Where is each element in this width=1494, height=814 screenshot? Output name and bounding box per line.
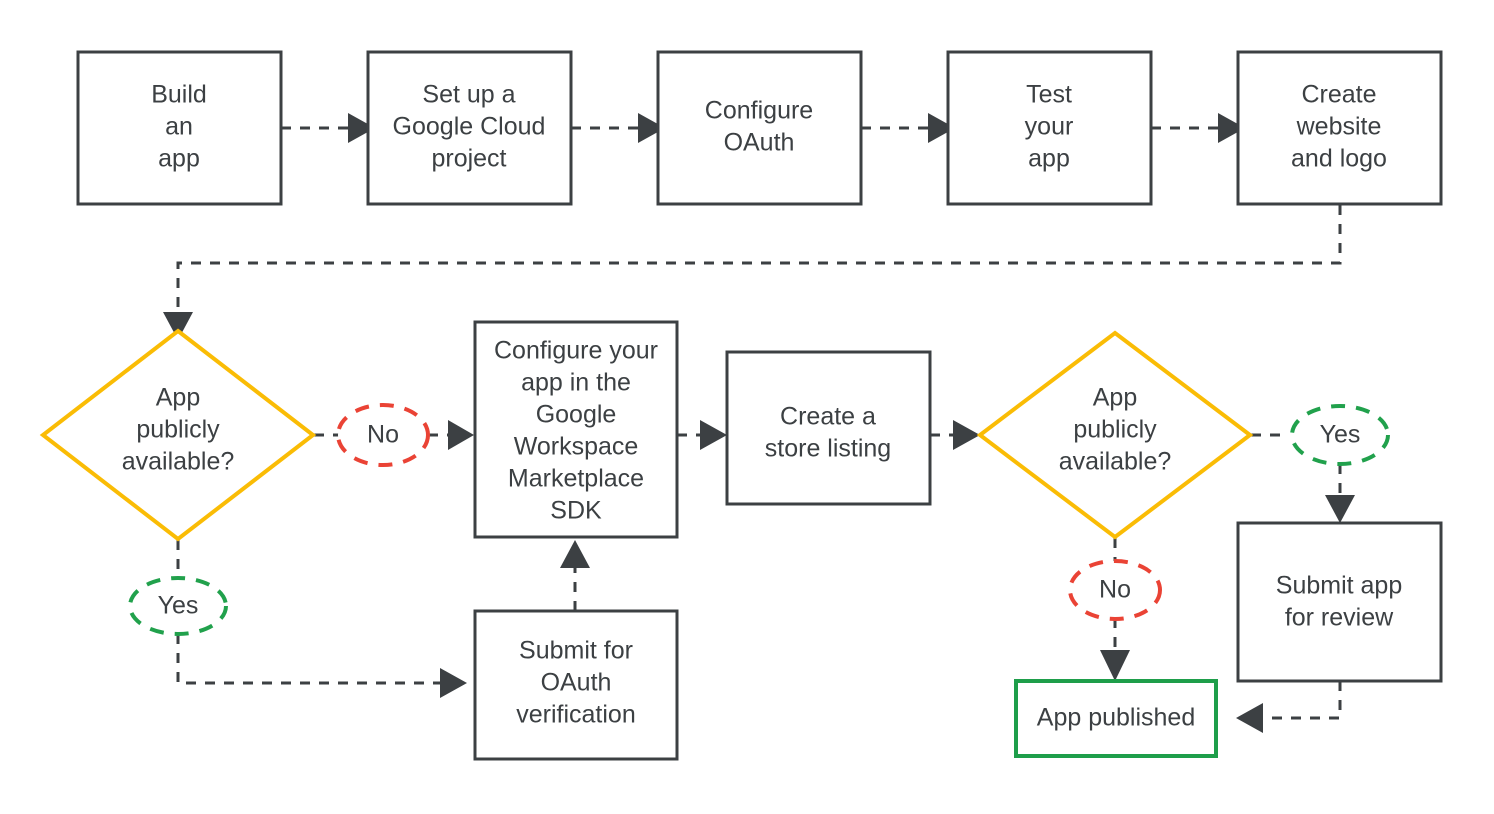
yes-ellipse-left bbox=[128, 576, 228, 636]
node-submit-review-line1: Submit app bbox=[1276, 572, 1402, 600]
arrow-head-into-decision-left bbox=[163, 312, 193, 340]
yes-label-right: Yes bbox=[1320, 421, 1361, 449]
node-store-listing-line1: Create a bbox=[780, 403, 876, 431]
node-website-logo-line2: website bbox=[1296, 113, 1382, 141]
node-build-app-box[interactable] bbox=[76, 50, 283, 206]
node-website-logo-line3: and logo bbox=[1291, 145, 1387, 173]
node-configure-sdk-line1: Configure your bbox=[494, 337, 658, 365]
edge-label-left-no: No bbox=[336, 403, 430, 467]
node-build-app[interactable]: Build an app bbox=[76, 50, 283, 206]
node-test-app-line3: app bbox=[1028, 145, 1070, 173]
node-app-published[interactable]: App published bbox=[1014, 679, 1218, 758]
arrow-head-yes-to-oauth-verification bbox=[440, 668, 467, 698]
node-submit-review[interactable]: Submit app for review bbox=[1236, 521, 1443, 683]
node-configure-oauth-box[interactable] bbox=[656, 50, 863, 206]
node-website-logo-line1: Create bbox=[1301, 81, 1376, 109]
node-gcp-project-line3: project bbox=[431, 145, 506, 173]
node-oauth-verification[interactable]: Submit for OAuth verification bbox=[473, 609, 679, 761]
node-decision-left-diamond[interactable] bbox=[39, 328, 317, 542]
arrow-head-oauth-verification-to-sdk bbox=[560, 540, 590, 568]
arrow-head-gcp-to-oauth bbox=[638, 113, 665, 143]
edge-submit-review-to-app-published bbox=[1263, 681, 1342, 720]
node-decision-left-line3: available? bbox=[122, 448, 235, 476]
node-gcp-project-box[interactable] bbox=[366, 50, 573, 206]
node-decision-right-diamond[interactable] bbox=[976, 330, 1254, 540]
node-test-app-box[interactable] bbox=[946, 50, 1153, 206]
node-decision-right-line3: available? bbox=[1059, 448, 1172, 476]
node-configure-sdk[interactable]: Configure your app in the Google Workspa… bbox=[473, 320, 679, 539]
node-configure-oauth-line1: Configure bbox=[705, 97, 813, 125]
node-submit-review-line2: for review bbox=[1285, 604, 1394, 632]
node-configure-sdk-line2: app in the bbox=[521, 369, 631, 397]
arrow-head-no-to-app-published bbox=[1100, 650, 1130, 681]
arrow-head-submit-review-to-app-published bbox=[1236, 703, 1263, 733]
node-test-app[interactable]: Test your app bbox=[946, 50, 1153, 206]
node-gcp-project-line1: Set up a bbox=[422, 81, 515, 109]
node-decision-left[interactable]: App publicly available? bbox=[39, 328, 317, 542]
node-configure-oauth[interactable]: Configure OAuth bbox=[656, 50, 863, 206]
node-decision-left-line2: publicly bbox=[136, 416, 220, 444]
node-website-logo-box[interactable] bbox=[1236, 50, 1443, 206]
node-oauth-verification-line2: OAuth bbox=[541, 669, 612, 697]
node-test-app-line1: Test bbox=[1026, 81, 1072, 109]
node-store-listing-box[interactable] bbox=[725, 350, 932, 506]
arrow-head-oauth-to-test bbox=[928, 113, 955, 143]
node-configure-sdk-line3: Google bbox=[536, 401, 617, 429]
edge-yes-to-oauth-verification bbox=[176, 634, 440, 685]
node-website-logo[interactable]: Create website and logo bbox=[1236, 50, 1443, 206]
edge-website-to-decision-left bbox=[176, 205, 1342, 312]
node-decision-right-line1: App bbox=[1093, 384, 1137, 412]
arrow-head-test-to-website bbox=[1218, 113, 1245, 143]
edge-label-right-yes: Yes bbox=[1290, 404, 1390, 466]
node-decision-right[interactable]: App publicly available? bbox=[976, 330, 1254, 540]
node-oauth-verification-box[interactable] bbox=[473, 609, 679, 761]
edge-label-left-yes: Yes bbox=[128, 576, 228, 636]
yes-ellipse-right bbox=[1290, 404, 1390, 466]
node-configure-sdk-line6: SDK bbox=[550, 497, 602, 525]
node-gcp-project[interactable]: Set up a Google Cloud project bbox=[366, 50, 573, 206]
no-label-left: No bbox=[367, 421, 399, 449]
node-app-published-label: App published bbox=[1037, 704, 1195, 732]
edges-layer bbox=[163, 113, 1355, 733]
no-ellipse-left bbox=[336, 403, 430, 467]
yes-label-left: Yes bbox=[158, 592, 199, 620]
arrow-head-store-listing-to-decision-right bbox=[953, 420, 980, 450]
node-configure-sdk-line4: Workspace bbox=[514, 433, 639, 461]
node-build-app-line3: app bbox=[158, 145, 200, 173]
node-store-listing-line2: store listing bbox=[765, 435, 891, 463]
no-ellipse-right bbox=[1068, 559, 1162, 621]
node-configure-oauth-line2: OAuth bbox=[724, 129, 795, 157]
edge-label-right-no: No bbox=[1068, 559, 1162, 621]
node-oauth-verification-line3: verification bbox=[516, 701, 636, 729]
node-decision-right-line2: publicly bbox=[1073, 416, 1157, 444]
node-configure-sdk-box[interactable] bbox=[473, 320, 679, 539]
node-submit-review-box[interactable] bbox=[1236, 521, 1443, 683]
arrow-head-yes-to-submit-review bbox=[1325, 495, 1355, 523]
node-build-app-line1: Build bbox=[151, 81, 207, 109]
arrow-head-build-to-gcp bbox=[348, 113, 375, 143]
node-configure-sdk-line5: Marketplace bbox=[508, 465, 644, 493]
node-decision-left-line1: App bbox=[156, 384, 200, 412]
node-gcp-project-line2: Google Cloud bbox=[393, 113, 546, 141]
node-app-published-box[interactable] bbox=[1014, 679, 1218, 758]
arrow-head-no-to-sdk bbox=[448, 420, 474, 450]
node-build-app-line2: an bbox=[165, 113, 193, 141]
node-test-app-line2: your bbox=[1025, 113, 1074, 141]
node-store-listing[interactable]: Create a store listing bbox=[725, 350, 932, 506]
arrow-head-sdk-to-store-listing bbox=[700, 420, 727, 450]
no-label-right: No bbox=[1099, 576, 1131, 604]
node-oauth-verification-line1: Submit for bbox=[519, 637, 633, 665]
